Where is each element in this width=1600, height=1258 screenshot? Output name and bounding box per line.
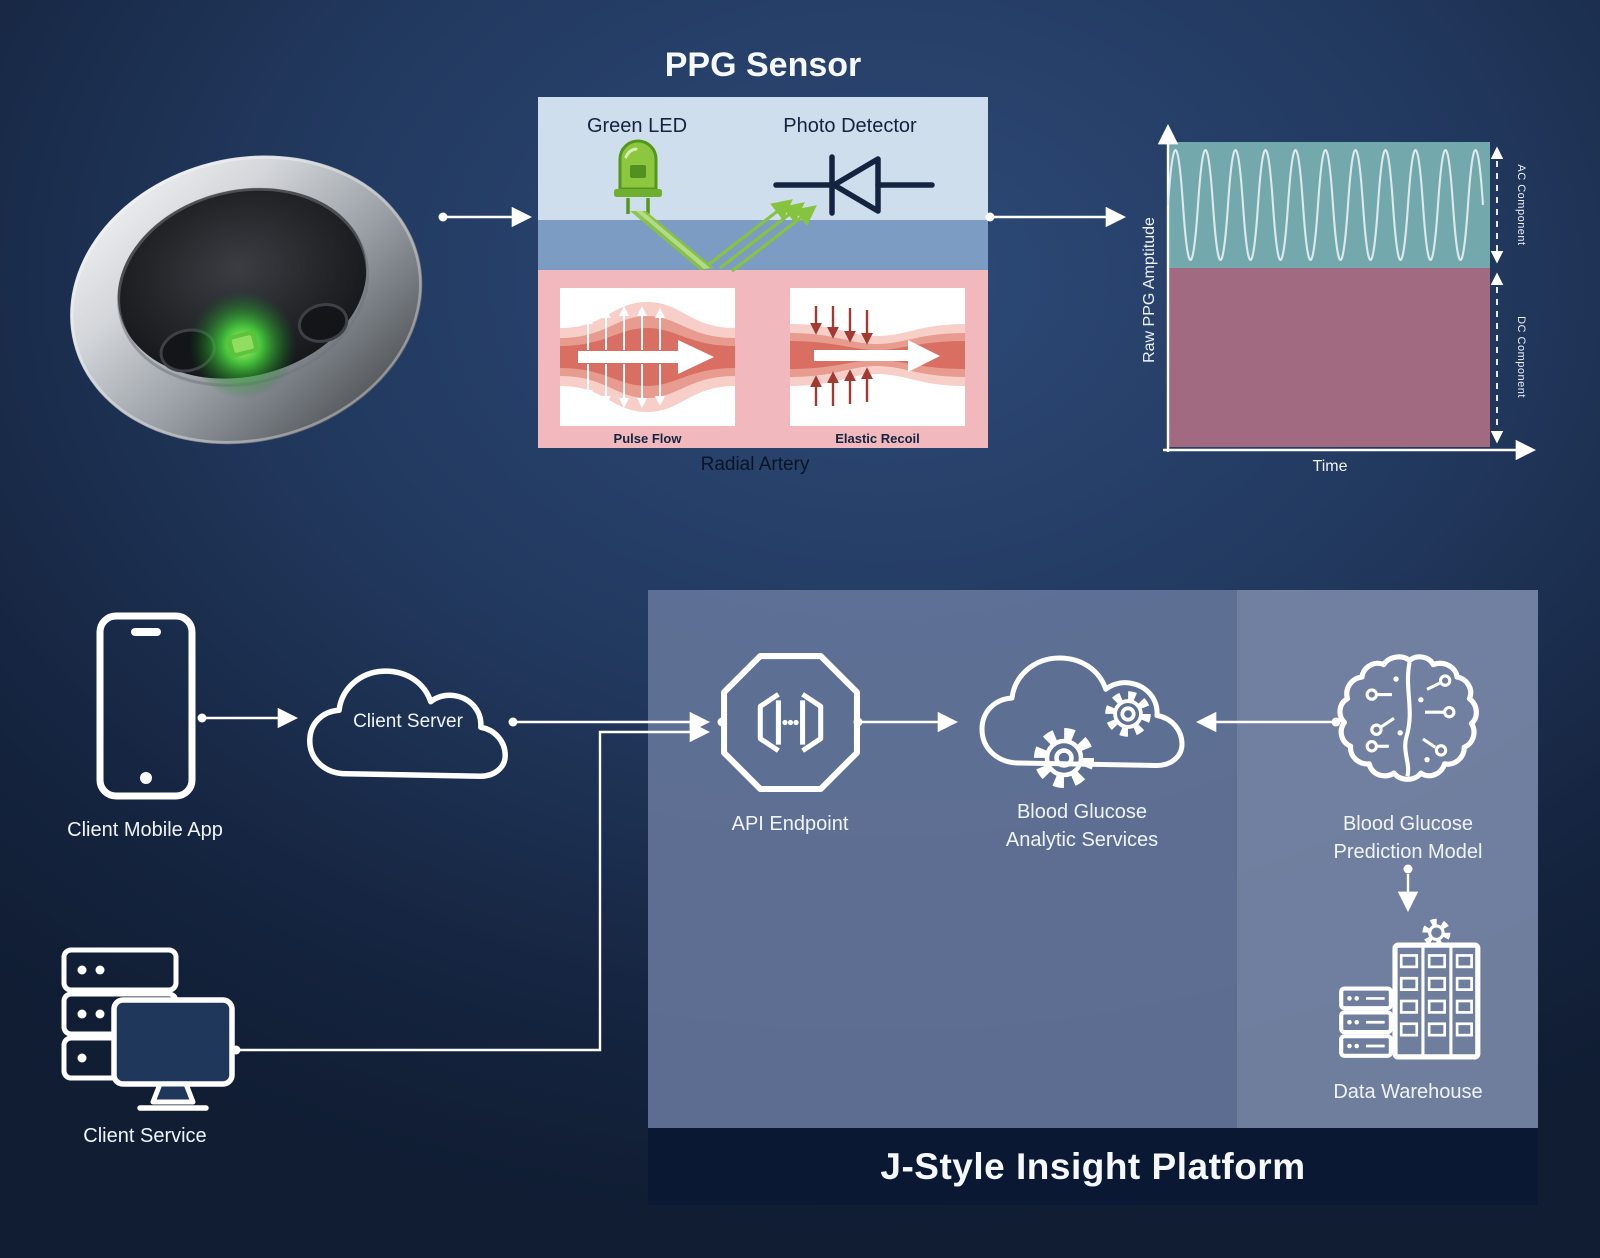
ppg-sensor-box [538, 97, 988, 448]
photo-detector-label: Photo Detector [783, 115, 917, 137]
chart-y-axis-label: Raw PPG Amptitude [1141, 217, 1158, 363]
chart-ac-band [1168, 142, 1490, 268]
analytic-services-label-line1: Blood Glucose [1016, 801, 1148, 823]
pulse-flow-label: Pulse Flow [613, 431, 682, 446]
platform-subpanel [1237, 590, 1538, 1128]
cloud-gears-icon [979, 655, 1185, 788]
sensor-optics-layer [614, 139, 935, 273]
brain-circuit-icon [1337, 654, 1479, 782]
smart-ring-icon [70, 155, 423, 445]
prediction-model-label-line1: Blood Glucose [1342, 813, 1474, 835]
elastic-recoil-box [790, 288, 965, 426]
data-warehouse-label: Data Warehouse [1333, 1081, 1483, 1103]
green-led-label: Green LED [586, 115, 688, 137]
pulse-flow-box [560, 288, 735, 426]
octagon-code-icon [721, 653, 860, 792]
cloud-icon [307, 668, 508, 779]
platform-title: J-Style Insight Platform [880, 1145, 1306, 1187]
client-server-label: Client Server [353, 711, 463, 732]
chart-dc-band [1168, 268, 1490, 447]
ppg-sensor-title: PPG Sensor [664, 46, 862, 84]
api-endpoint-label: API Endpoint [731, 813, 849, 835]
chart-dc-component-label: DC Component [1515, 316, 1527, 398]
chart-x-axis-label: Time [1312, 458, 1348, 475]
pulse-flow-artery-icon [560, 302, 735, 412]
prediction-model-label-line2: Prediction Model [1333, 841, 1483, 863]
data-warehouse-icon [1339, 918, 1481, 1060]
green-led-icon [614, 139, 662, 214]
analytic-services-label-line2: Analytic Services [1005, 829, 1159, 851]
diode-icon [773, 154, 935, 216]
chart-ac-component-label: AC Component [1515, 164, 1527, 246]
radial-artery-label: Radial Artery [700, 454, 810, 475]
sensor-air-band [538, 97, 988, 220]
elastic-recoil-artery-icon [790, 306, 965, 406]
client-mobile-app-label: Client Mobile App [67, 819, 223, 841]
platform-banner: J-Style Insight Platform [648, 1128, 1538, 1205]
elastic-recoil-label: Elastic Recoil [835, 431, 920, 446]
server-monitor-icon [61, 947, 235, 1111]
phone-icon [96, 612, 196, 800]
client-service-label: Client Service [83, 1125, 207, 1147]
